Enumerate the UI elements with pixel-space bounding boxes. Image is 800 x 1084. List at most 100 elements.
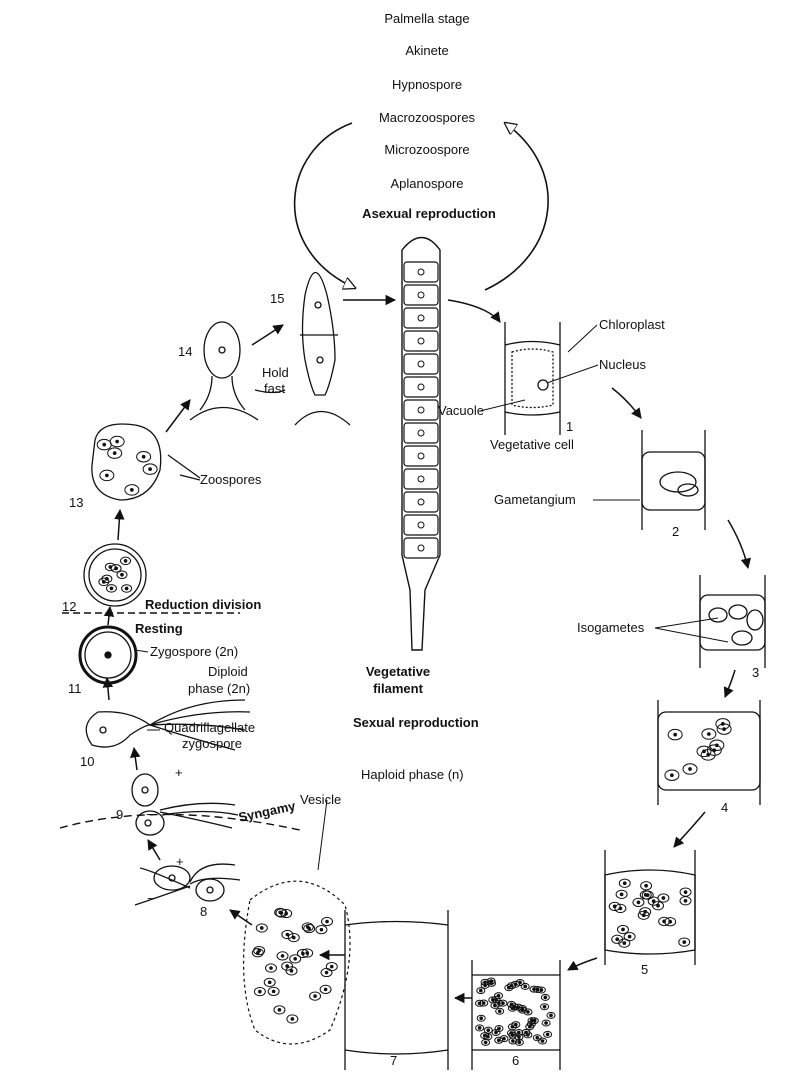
stage-number-3: 3 bbox=[752, 665, 760, 680]
gamete-dot bbox=[277, 1008, 282, 1012]
gamete-dot bbox=[301, 951, 305, 956]
gamete-dot bbox=[636, 900, 641, 905]
gamete bbox=[682, 763, 698, 775]
gamete bbox=[285, 966, 298, 976]
gamete bbox=[618, 878, 631, 888]
filament-cell-nucleus bbox=[417, 521, 425, 529]
gamete-dot bbox=[520, 1008, 525, 1012]
stage-3-isogametes bbox=[699, 575, 766, 668]
gamete bbox=[520, 982, 530, 990]
arrow-8-to-9 bbox=[147, 839, 161, 861]
stage-number-15: 15 bbox=[270, 291, 285, 306]
zygote-cell bbox=[104, 562, 116, 572]
gamete-dot bbox=[489, 979, 494, 983]
cycle-arrows bbox=[102, 294, 751, 1004]
gamete bbox=[494, 999, 504, 1007]
gamete-dot bbox=[511, 1039, 515, 1043]
filament-cell-nucleus bbox=[417, 383, 425, 391]
gamete bbox=[273, 1005, 286, 1015]
gamete-dot bbox=[535, 987, 540, 992]
filament-cell bbox=[403, 491, 439, 513]
arrow-3-to-4 bbox=[723, 669, 736, 698]
gamete-dot bbox=[284, 911, 289, 916]
gamete bbox=[614, 903, 627, 914]
gamete bbox=[263, 977, 276, 987]
filament-cell bbox=[403, 514, 439, 536]
gamete-dot bbox=[269, 966, 273, 970]
gamete bbox=[280, 908, 293, 919]
gamete-dot bbox=[622, 881, 627, 886]
gamete-dot bbox=[712, 748, 717, 753]
zygote-cell-dot bbox=[124, 586, 129, 591]
arrow-9-to-10 bbox=[130, 746, 141, 771]
stage-7-empty-cell bbox=[344, 910, 449, 1070]
stage-number-12: 12 bbox=[62, 599, 77, 614]
gamete bbox=[315, 924, 328, 935]
gamete-dot bbox=[651, 899, 656, 903]
gamete-dot bbox=[502, 1036, 506, 1041]
gamete bbox=[640, 881, 653, 891]
gamete-dot bbox=[478, 988, 483, 993]
gamete bbox=[658, 916, 671, 927]
gamete bbox=[488, 996, 498, 1004]
arrow-12-to-13 bbox=[114, 508, 125, 541]
label-minus-9: − bbox=[146, 807, 154, 822]
gamete-dot bbox=[290, 1017, 295, 1021]
zygote-cell-dot bbox=[120, 572, 124, 577]
filament-cell bbox=[403, 537, 439, 559]
label-quadriflagellate-2: zygospore bbox=[182, 736, 242, 751]
gamete-dot bbox=[707, 732, 711, 736]
gamete bbox=[301, 922, 314, 932]
vesicle bbox=[242, 880, 351, 1045]
gamete-dot bbox=[540, 1039, 545, 1043]
zoospore bbox=[99, 469, 115, 482]
stage-5-gametes bbox=[604, 850, 696, 965]
gamete-dot bbox=[319, 927, 324, 932]
gamete bbox=[540, 993, 550, 1001]
arrow-vesicle-to-8 bbox=[229, 909, 253, 926]
gamete bbox=[532, 1034, 542, 1042]
stage-number-11: 11 bbox=[68, 681, 82, 696]
gamete bbox=[494, 992, 504, 1000]
filament-cell-nucleus bbox=[417, 314, 425, 322]
label-chloroplast: Chloroplast bbox=[599, 317, 665, 332]
gamete-dot bbox=[517, 1035, 521, 1040]
gamete-dot bbox=[543, 995, 548, 1000]
label-gametangium: Gametangium bbox=[494, 492, 576, 507]
gamete bbox=[486, 977, 496, 985]
gamete-dot bbox=[486, 1028, 491, 1033]
gamete-dot bbox=[682, 940, 687, 944]
gamete bbox=[321, 916, 334, 927]
gamete-dot bbox=[481, 1001, 486, 1005]
gamete bbox=[508, 1037, 518, 1045]
gamete-dot bbox=[285, 964, 289, 968]
gamete-dot bbox=[483, 1040, 488, 1045]
label-vacuole: Vacuole bbox=[438, 403, 485, 418]
gamete bbox=[267, 986, 280, 997]
filament-cell-nucleus bbox=[417, 498, 425, 506]
gamete bbox=[303, 923, 316, 934]
label-reduction-division: Reduction division bbox=[145, 597, 262, 612]
filament-cell bbox=[403, 445, 439, 467]
gamete bbox=[706, 744, 722, 756]
gamete-dot bbox=[643, 909, 648, 914]
stage-number-9: 9 bbox=[116, 807, 124, 822]
label-holdfast-2: fast bbox=[264, 381, 285, 396]
gamete bbox=[499, 1035, 509, 1043]
gamete-dot bbox=[490, 998, 495, 1002]
label-sexual-reproduction: Sexual reproduction bbox=[353, 715, 479, 730]
gamete-dot bbox=[656, 903, 660, 908]
gamete bbox=[281, 929, 294, 940]
stage-number-4: 4 bbox=[721, 800, 729, 815]
stage-15-young-filament bbox=[294, 272, 351, 426]
stage-13-zoospores bbox=[91, 423, 201, 501]
zoospore-dot bbox=[102, 442, 107, 447]
filament-cell-nucleus bbox=[417, 337, 425, 345]
zoospore bbox=[142, 463, 158, 475]
gamete-dot bbox=[612, 904, 617, 909]
asexual-item-macrozoospores: Macrozoospores bbox=[378, 110, 476, 125]
filament-cell bbox=[403, 284, 439, 306]
gamete-dot bbox=[280, 954, 285, 958]
arrow-13-to-14 bbox=[165, 399, 191, 433]
